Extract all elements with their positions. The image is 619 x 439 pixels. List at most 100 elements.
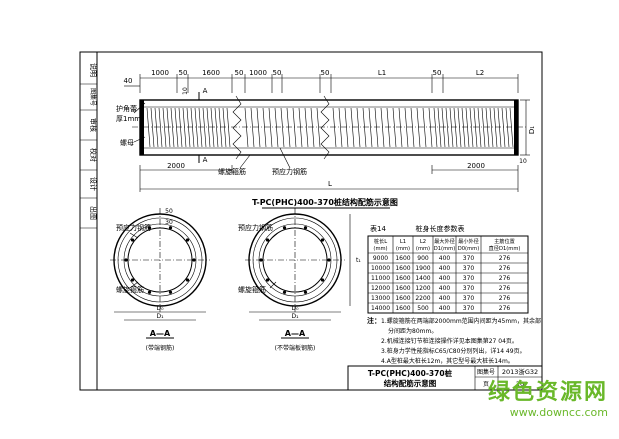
prestress-bar (168, 226, 173, 230)
sidebar-label-2: 图集号 (89, 88, 97, 106)
table-header-cell: (mm) (416, 246, 430, 252)
spiral-mark (244, 107, 249, 148)
sidebar-label-6: 出图 (89, 206, 98, 220)
spiral-mark (286, 107, 291, 148)
spiral-mark (154, 107, 159, 148)
table-header-cell: 直径D1(mm) (489, 244, 521, 252)
top-dim-50-a: 50 (179, 69, 188, 77)
sidebar-label-1: 说明 (89, 63, 98, 77)
spiral-mark (344, 107, 349, 148)
end-plate-left (140, 100, 144, 155)
spiral-stirrups (146, 107, 514, 148)
table-cell: 276 (499, 305, 511, 312)
spiral-mark (222, 107, 227, 148)
screw-label: 螺母 (120, 138, 134, 147)
spiral-mark (190, 107, 195, 148)
prestress-bars-right (259, 226, 331, 294)
table-cell: 276 (499, 285, 511, 292)
spiral-mark (416, 107, 421, 148)
spiral-mark (469, 107, 474, 148)
spiral-mark (304, 107, 309, 148)
table-header-cell: (mm) (396, 246, 410, 252)
table-cell: 276 (499, 295, 511, 302)
prestress-bar (303, 290, 308, 294)
note-line-5: 4.A型桩最大桩长12m，其它型号最大桩长14m。 (381, 357, 514, 365)
sidebar-label-3: 审核 (89, 118, 98, 132)
bottom-dim-right: 2000 (467, 162, 485, 170)
note-line-1: 1.螺旋箍筋在两端部2000mm范围内间距为45mm，其余部 (381, 317, 541, 325)
top-dim-L1: L1 (378, 69, 386, 77)
spiral-mark (218, 107, 223, 148)
table-cell: 1600 (395, 305, 410, 312)
end-plate-right (514, 100, 518, 155)
table-cell: 400 (439, 295, 451, 302)
prestress-bar (327, 258, 331, 262)
page-value: 20 (516, 380, 524, 388)
break-line-1 (232, 95, 242, 160)
spiral-mark (392, 107, 397, 148)
spiral-mark (386, 107, 391, 148)
prestress-bar (130, 278, 135, 282)
table-cell: 900 (417, 255, 429, 262)
table-cell: 370 (463, 255, 475, 262)
watermark: 绿色资源网 www.downcc.com (458, 380, 608, 419)
spiral-mark (186, 107, 191, 148)
table-cell: 400 (439, 285, 451, 292)
top-dim-L2: L2 (476, 69, 484, 77)
table-cell: 276 (499, 275, 511, 282)
spiral-mark (170, 107, 175, 148)
side-dim-10: 10 (182, 87, 189, 95)
sidebar-label-5: 设计 (89, 177, 98, 191)
prestress-bar (282, 290, 287, 294)
spiral-mark (338, 107, 343, 148)
spiral-mark (214, 107, 219, 148)
spiral-mark (481, 107, 486, 148)
right-cut-label: A—A (285, 329, 306, 338)
spiral-mark (226, 107, 231, 148)
watermark-title: 绿色资源网 (487, 380, 608, 405)
spiral-mark (445, 107, 450, 148)
spiral-mark (292, 107, 297, 148)
break-line-2 (320, 95, 330, 160)
spiral-mark (198, 107, 203, 148)
table-header-cell: 主筋位置 (494, 237, 515, 245)
spiral-mark (350, 107, 355, 148)
table-grid (368, 236, 528, 313)
table-cell: 11000 (371, 275, 390, 282)
prestress-bar (320, 278, 325, 282)
spiral-mark (465, 107, 470, 148)
table-cell: 13000 (371, 295, 390, 302)
spiral-mark (422, 107, 427, 148)
note-line-3: 2.机械连接钉节桩连接操作详见本图集第27 04页。 (381, 337, 518, 345)
top-dim-50-c: 50 (273, 69, 282, 77)
spiral-mark (274, 107, 279, 148)
table-cell: 10000 (371, 265, 390, 272)
top-dim-50-d: 50 (321, 69, 330, 77)
spiral-mark (410, 107, 415, 148)
elevation-title: T-PC(PHC)400-370桩结构配筋示意图 (252, 197, 398, 207)
prestress-bar (265, 238, 270, 242)
spiral-mark (437, 107, 442, 148)
table-cell: 1600 (395, 285, 410, 292)
table-cell: 9000 (373, 255, 388, 262)
spiral-mark (509, 107, 514, 148)
spiral-mark (310, 107, 315, 148)
top-dim-1000-a: 1000 (151, 69, 169, 77)
spiral-mark (178, 107, 183, 148)
table-cell: 400 (439, 265, 451, 272)
table-cell: 1200 (415, 285, 430, 292)
spiral-mark (256, 107, 261, 148)
spiral-mark (374, 107, 379, 148)
right-section-note: (不带端板钢筋) (275, 344, 316, 352)
spiral-mark (501, 107, 506, 148)
spiral-mark (477, 107, 482, 148)
spiral-mark (368, 107, 373, 148)
spiral-mark (457, 107, 462, 148)
left-cut-label: A—A (150, 329, 171, 338)
table-cell: 370 (463, 285, 475, 292)
sidebar-label-4: 校对 (89, 148, 98, 162)
bottom-dim-left: 2000 (167, 162, 185, 170)
prestress-label: 预应力钢筋 (272, 167, 307, 176)
table-cell: 14000 (371, 305, 390, 312)
table-cell: 2200 (415, 295, 430, 302)
